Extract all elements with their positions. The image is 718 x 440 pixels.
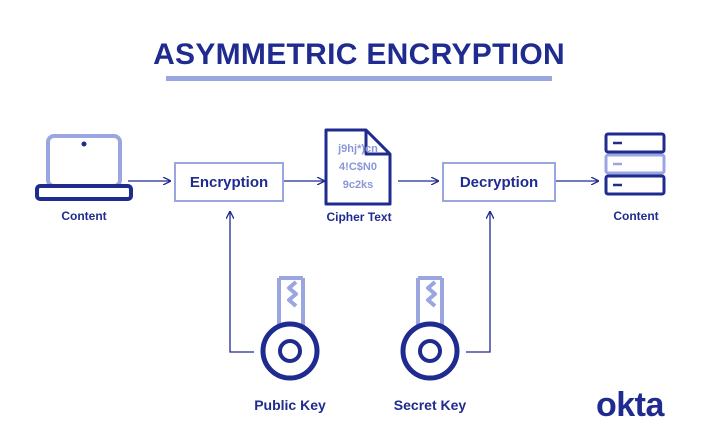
dest-content-label: Content [613,209,659,223]
source-content-label: Content [61,209,107,223]
laptop-icon [35,134,133,201]
document-icon [324,128,392,206]
encryption-label: Encryption [189,173,269,191]
key-icon [260,276,320,381]
encryption-box: Encryption [174,162,284,202]
decryption-label: Decryption [459,173,539,191]
okta-logo: okta [596,386,664,424]
arrow-secret-key-to-decryption [466,212,490,353]
cipher-line-3: 9c2ks [342,179,374,191]
diagram-title: ASYMMETRIC ENCRYPTION [153,38,565,71]
cipher-line-1: j9hj*)cn [338,143,378,155]
cipher-line-2: 4!C$N0 [339,161,377,173]
title-underline [166,76,552,81]
public-key-label: Public Key [254,397,326,413]
decryption-box: Decryption [442,162,556,202]
server-icon [604,132,666,196]
cipher-text-lines: j9hj*)cn 4!C$N0 9c2ks [326,130,390,204]
secret-key-label: Secret Key [393,397,467,413]
arrow-public-key-to-encryption [230,212,254,353]
key-icon [400,276,460,381]
cipher-text-label: Cipher Text [326,210,392,224]
